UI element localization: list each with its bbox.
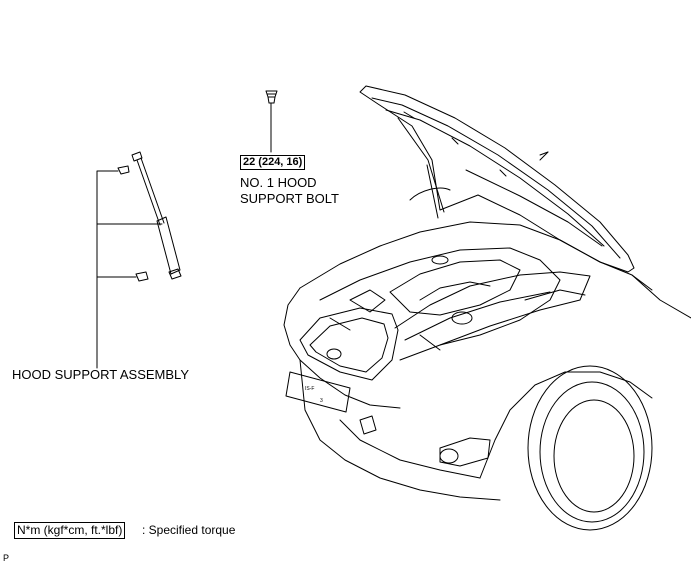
bolt-torque-value: 22 (224, 16) — [240, 155, 306, 170]
torque-legend-meaning: : Specified torque — [142, 523, 236, 537]
hood-support-bolt — [265, 90, 278, 104]
car-body — [283, 151, 691, 531]
hood-support-strut — [117, 151, 182, 282]
assembly-leader-lines — [96, 170, 163, 369]
corner-code: P — [3, 553, 10, 563]
bolt-name-line2: SUPPORT BOLT — [240, 191, 339, 206]
plate-text-line1: IS-F — [305, 386, 314, 392]
torque-units-legend-box: N*m (kgf*cm, ft.*lbf) — [14, 522, 126, 539]
license-plate: IS-F 3 — [285, 371, 351, 413]
bolt-name-line1: NO. 1 HOOD — [240, 175, 317, 190]
open-hood — [359, 85, 635, 273]
plate-text-line2: 3 — [320, 398, 323, 404]
hood-support-assembly-label: HOOD SUPPORT ASSEMBLY — [12, 367, 189, 382]
